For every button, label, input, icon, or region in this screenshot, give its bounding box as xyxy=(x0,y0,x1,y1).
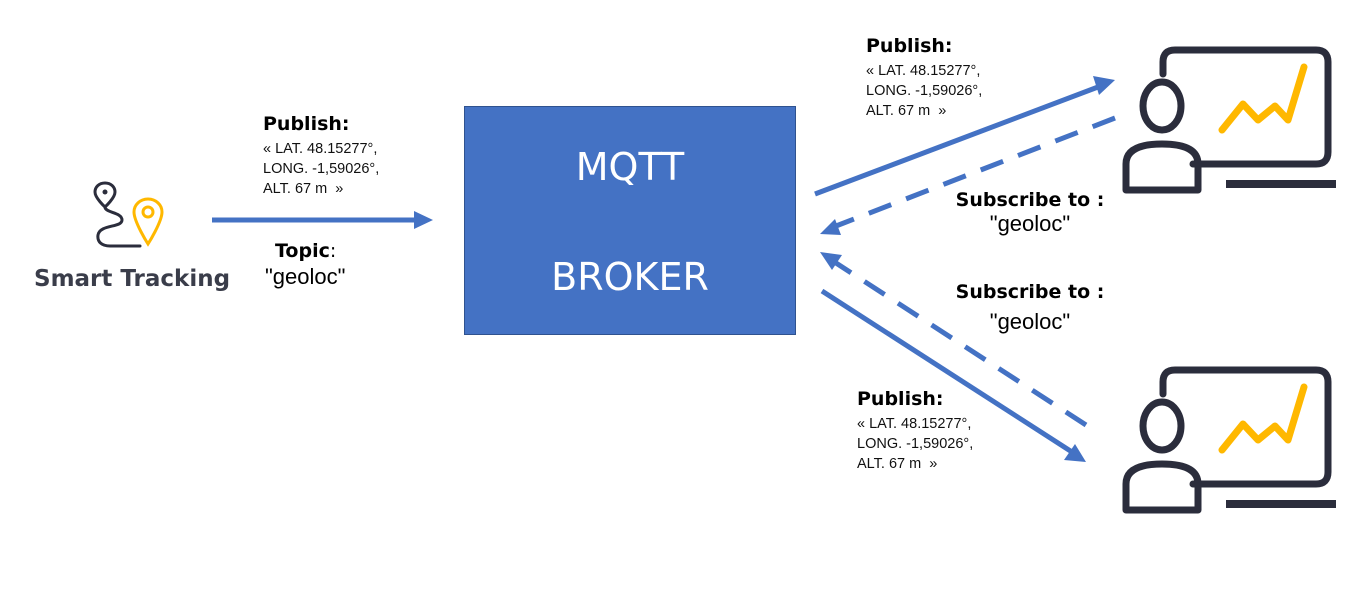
publish-line-long: LONG. -1,59026°, xyxy=(866,83,983,99)
publisher-label: Smart Tracking xyxy=(34,266,231,292)
publish-arrow-to-top-subscriber-head xyxy=(1093,76,1115,95)
broker-title-line1: MQTT xyxy=(575,145,685,189)
publish-line-long: LONG. -1,59026°, xyxy=(857,436,974,452)
publish-arrow-to-bottom-subscriber-head xyxy=(1064,444,1086,462)
topic-colon: : xyxy=(329,240,337,262)
publish-message-left: Publish: « LAT. 48.15277°, LONG. -1,5902… xyxy=(263,113,379,199)
topic-block: Topic: "geoloc" xyxy=(265,240,345,290)
publish-line-alt: ALT. 67 m » xyxy=(857,456,938,472)
subscribe-title: Subscribe to : xyxy=(955,189,1105,211)
publish-line-alt: ALT. 67 m » xyxy=(866,103,947,119)
subscribe-topic-value: "geoloc" xyxy=(989,211,1071,236)
publish-title: Publish: xyxy=(857,388,944,410)
topic-value: "geoloc" xyxy=(265,264,346,289)
broker-title-line2: BROKER xyxy=(551,255,709,299)
subscribe-arrow-from-bottom-subscriber xyxy=(834,260,1088,428)
publish-message-bottom: Publish: « LAT. 48.15277°, LONG. -1,5902… xyxy=(857,388,973,474)
publish-line-long: LONG. -1,59026°, xyxy=(263,161,380,177)
publish-line-lat: « LAT. 48.15277°, xyxy=(263,141,378,157)
mqtt-broker: MQTT BROKER xyxy=(464,106,796,335)
subscribe-message-bottom: Subscribe to : "geoloc" xyxy=(955,281,1105,335)
subscribe-message-top: Subscribe to : "geoloc" xyxy=(955,189,1105,237)
user-dashboard-chart-icon xyxy=(1122,366,1336,514)
publish-arrow-to-bottom-subscriber xyxy=(820,288,1074,455)
publish-arrow-to-broker-head xyxy=(414,211,433,229)
user-dashboard-chart-icon xyxy=(1122,46,1336,194)
subscribe-arrow-from-bottom-subscriber-head xyxy=(820,252,842,270)
publish-line-alt: ALT. 67 m » xyxy=(263,181,344,197)
subscribe-arrow-from-top-subscriber xyxy=(835,115,1116,229)
publish-line-lat: « LAT. 48.15277°, xyxy=(857,416,972,432)
route-map-pin-icon xyxy=(93,181,164,248)
publish-line-lat: « LAT. 48.15277°, xyxy=(866,63,981,79)
publish-message-top: Publish: « LAT. 48.15277°, LONG. -1,5902… xyxy=(866,35,982,121)
publish-title: Publish: xyxy=(263,113,350,135)
subscribe-title: Subscribe to : xyxy=(955,281,1105,303)
subscribe-topic-value: "geoloc" xyxy=(989,309,1071,334)
subscribe-arrow-from-top-subscriber-head xyxy=(820,219,841,235)
publish-arrow-to-top-subscriber xyxy=(814,84,1099,197)
publish-title: Publish: xyxy=(866,35,953,57)
topic-label: Topic xyxy=(275,240,330,262)
